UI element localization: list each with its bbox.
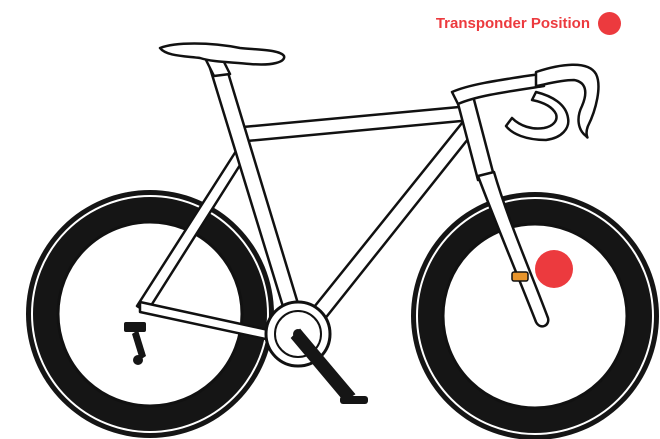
drivetrain xyxy=(266,302,368,404)
legend: Transponder Position xyxy=(436,12,621,35)
legend-dot xyxy=(598,12,621,35)
bar-drop-lower xyxy=(506,92,568,140)
transponder-marker xyxy=(535,250,573,288)
stem xyxy=(452,74,544,104)
saddle-assembly xyxy=(160,44,284,77)
pedal xyxy=(340,396,368,404)
saddle xyxy=(160,44,284,65)
legend-label: Transponder Position xyxy=(436,13,590,35)
transponder-body xyxy=(512,272,528,281)
top-tube xyxy=(232,106,472,142)
